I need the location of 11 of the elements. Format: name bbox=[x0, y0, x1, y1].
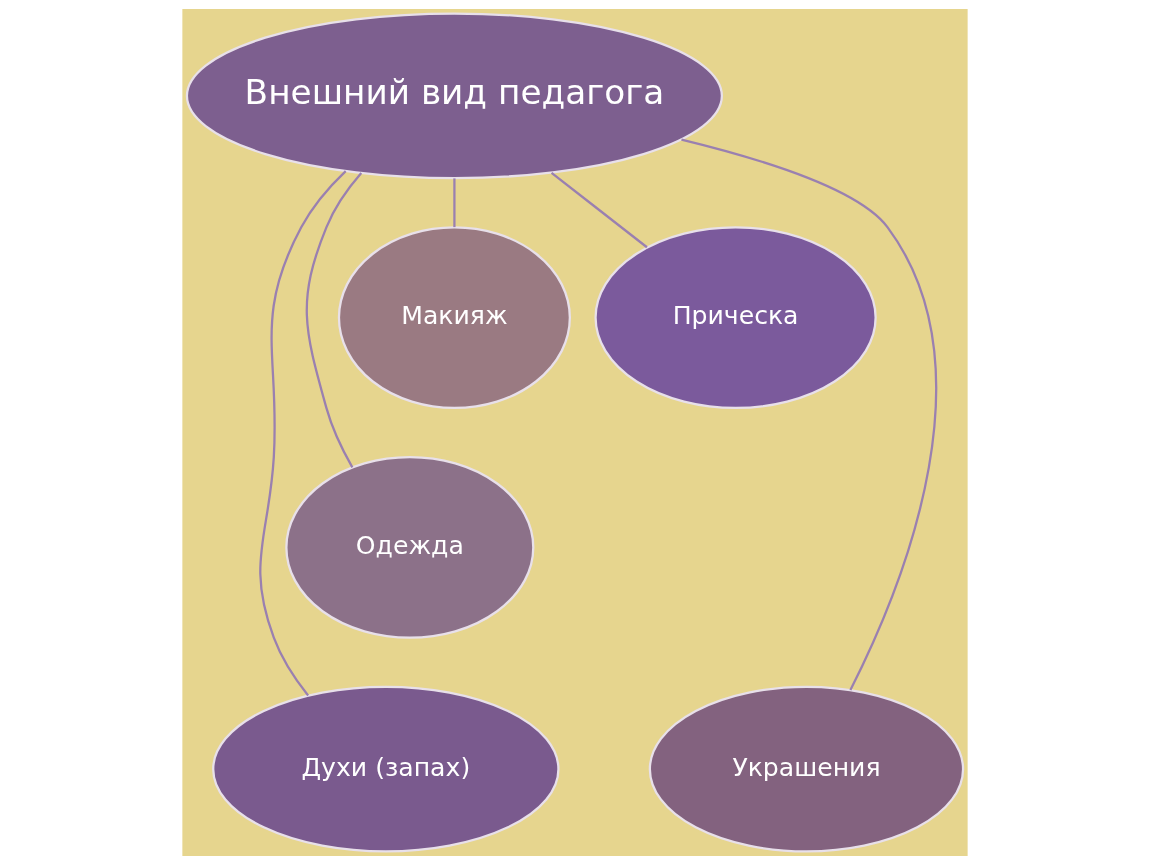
connector bbox=[453, 177, 456, 227]
node-ellipse: Духи (запах) bbox=[212, 685, 560, 853]
node-ellipse: Макияж bbox=[337, 225, 571, 409]
node-ellipse: Внешний вид педагога bbox=[185, 11, 724, 179]
connector bbox=[305, 171, 363, 468]
connector bbox=[259, 169, 347, 696]
node-ellipse: Прическа bbox=[594, 225, 877, 409]
node-ellipse: Одежда bbox=[285, 455, 535, 639]
connector bbox=[550, 171, 648, 248]
connector bbox=[681, 137, 938, 691]
node-ellipse: Украшения bbox=[648, 685, 965, 853]
